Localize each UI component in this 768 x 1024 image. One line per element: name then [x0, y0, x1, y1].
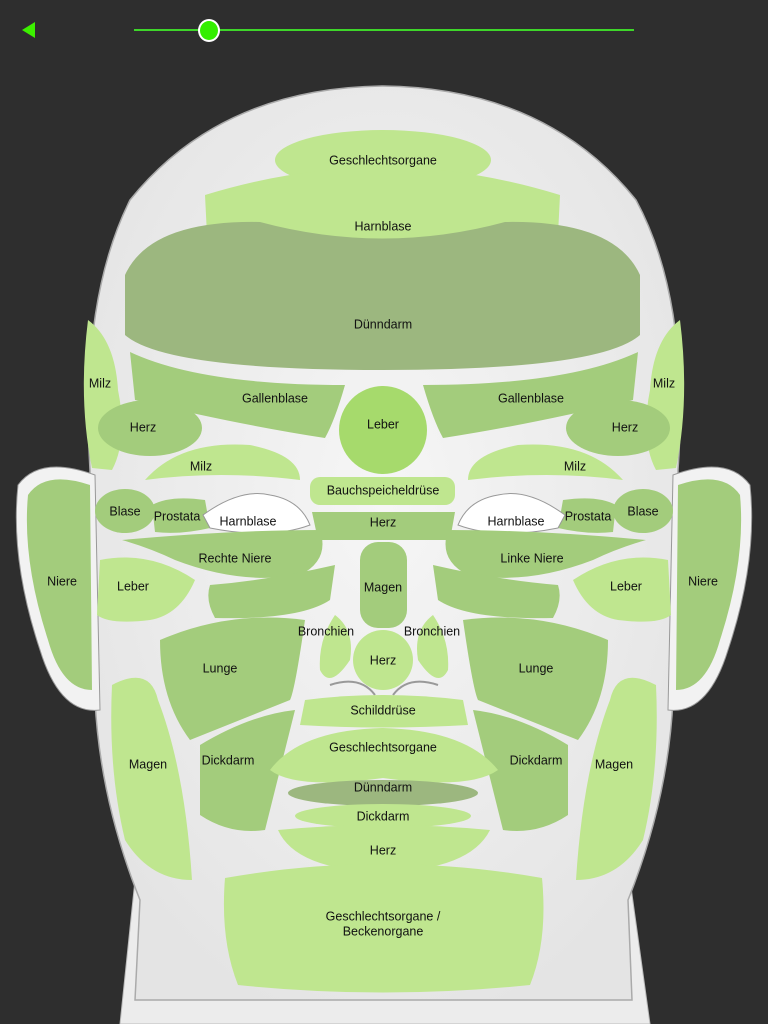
- label-blase-r: Blase: [627, 504, 658, 518]
- label-niere-ear-l: Niere: [47, 574, 77, 588]
- zone-dickdarm-r[interactable]: [473, 710, 568, 831]
- label-duenndarm-forehead: Dünndarm: [354, 317, 412, 331]
- label-bronchien-r: Bronchien: [404, 624, 460, 638]
- label-gallenblase-l: Gallenblase: [242, 391, 308, 405]
- label-duenndarm-lip: Dünndarm: [354, 780, 412, 794]
- label-harnblase-eye-r: Harnblase: [488, 514, 545, 528]
- zone-duenndarm-lip[interactable]: [288, 780, 478, 806]
- zone-leber-r[interactable]: [573, 557, 671, 622]
- zone-prostata-r[interactable]: [558, 498, 616, 533]
- label-milz-outer-r: Milz: [653, 376, 675, 390]
- zone-gallenblase-l[interactable]: [130, 352, 345, 438]
- label-herz-bridge: Herz: [370, 515, 396, 529]
- zone-prostata-l[interactable]: [152, 498, 210, 533]
- zone-magen-r[interactable]: [576, 677, 657, 880]
- zone-leber-l[interactable]: [97, 557, 195, 622]
- label-milz-brow-r: Milz: [564, 459, 586, 473]
- zone-herz-temple-l[interactable]: [98, 400, 202, 456]
- ear-right-niere-zone[interactable]: [676, 479, 742, 690]
- top-toolbar: [0, 0, 768, 60]
- label-geschlechtsorgane-mouth: Geschlechtsorgane: [329, 740, 437, 754]
- label-prostata-l: Prostata: [154, 509, 201, 523]
- label-niere-ear-r: Niere: [688, 574, 718, 588]
- label-milz-outer-l: Milz: [89, 376, 111, 390]
- zone-herz-bridge[interactable]: [312, 512, 455, 540]
- zone-blase-r[interactable]: [613, 489, 673, 533]
- zone-blase-l[interactable]: [95, 489, 155, 533]
- zone-geschlechtsorgane-mouth[interactable]: [270, 728, 498, 783]
- label-dickdarm-r: Dickdarm: [510, 753, 563, 767]
- label-dickdarm-l: Dickdarm: [202, 753, 255, 767]
- label-dickdarm-lip: Dickdarm: [357, 809, 410, 823]
- label-milz-brow-l: Milz: [190, 459, 212, 473]
- zone-gallenblase-r[interactable]: [423, 352, 638, 438]
- zone-rechte-niere[interactable]: [122, 530, 323, 578]
- label-lunge-l: Lunge: [203, 661, 238, 675]
- label-lunge-r: Lunge: [519, 661, 554, 675]
- zone-chin-beckenorgane[interactable]: [223, 864, 544, 993]
- label-chin-line2: Beckenorgane: [343, 924, 424, 938]
- zone-lunge-r[interactable]: [463, 617, 608, 741]
- zone-cheek-band-l[interactable]: [208, 565, 335, 619]
- label-chin-line1: Geschlechtsorgane /: [326, 909, 441, 923]
- zone-bauchspeicheldruese[interactable]: [310, 477, 455, 505]
- label-herz-temple-r: Herz: [612, 420, 638, 434]
- label-harnblase-forehead: Harnblase: [355, 219, 412, 233]
- label-bronchien-l: Bronchien: [298, 624, 354, 638]
- label-gallenblase-r: Gallenblase: [498, 391, 564, 405]
- back-triangle-icon[interactable]: [22, 22, 35, 38]
- label-herz-nose: Herz: [370, 653, 396, 667]
- zone-cheek-band-r[interactable]: [433, 565, 560, 619]
- label-geschlechtsorgane-top: Geschlechtsorgane: [329, 153, 437, 167]
- zone-herz-nose[interactable]: [353, 630, 413, 690]
- zone-bronchien-l[interactable]: [319, 615, 351, 678]
- zone-magen-l[interactable]: [111, 677, 192, 880]
- zoom-slider-thumb[interactable]: [198, 19, 220, 42]
- label-magen-l: Magen: [129, 757, 167, 771]
- label-bauchspeicheldruese: Bauchspeicheldrüse: [327, 483, 440, 497]
- zone-leber-center[interactable]: [339, 386, 427, 474]
- label-leber-r: Leber: [610, 579, 642, 593]
- zone-milz-brow-r[interactable]: [468, 444, 623, 480]
- label-magen-nose: Magen: [364, 580, 402, 594]
- zone-linke-niere[interactable]: [445, 530, 647, 578]
- label-prostata-r: Prostata: [565, 509, 612, 523]
- nostrils: [329, 680, 439, 696]
- zone-lunge-l[interactable]: [160, 617, 305, 741]
- zone-bronchien-r[interactable]: [417, 615, 449, 678]
- label-linke-niere: Linke Niere: [500, 551, 563, 565]
- zone-magen-nose[interactable]: [360, 542, 407, 628]
- ear-left-niere-zone[interactable]: [26, 479, 92, 690]
- zone-milz-brow-l[interactable]: [145, 444, 300, 480]
- zone-dickdarm-lip[interactable]: [295, 804, 471, 828]
- label-herz-temple-l: Herz: [130, 420, 156, 434]
- label-schilddruese: Schilddrüse: [350, 703, 415, 717]
- zone-dickdarm-l[interactable]: [200, 710, 295, 831]
- label-rechte-niere: Rechte Niere: [199, 551, 272, 565]
- zone-schilddruese[interactable]: [300, 695, 468, 728]
- label-harnblase-eye-l: Harnblase: [220, 514, 277, 528]
- zone-herz-chin[interactable]: [278, 825, 490, 872]
- zone-forehead-duenndarm[interactable]: [125, 221, 640, 370]
- label-herz-chin: Herz: [370, 843, 396, 857]
- label-magen-r: Magen: [595, 757, 633, 771]
- label-blase-l: Blase: [109, 504, 140, 518]
- zoom-slider-track[interactable]: [134, 29, 634, 31]
- label-leber-l: Leber: [117, 579, 149, 593]
- zone-herz-temple-r[interactable]: [566, 400, 670, 456]
- label-leber-center: Leber: [367, 417, 399, 431]
